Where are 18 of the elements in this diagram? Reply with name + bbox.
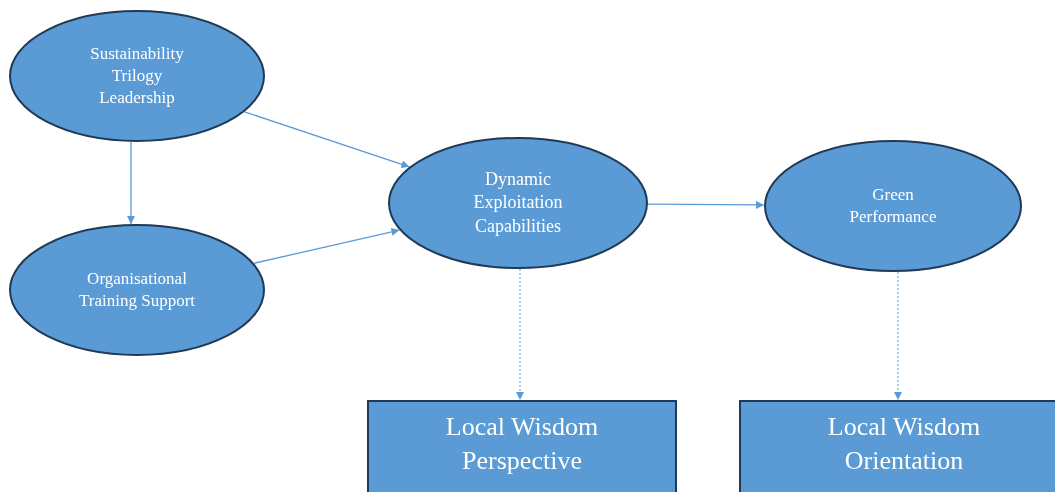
node-label: Sustainability Trilogy Leadership xyxy=(89,42,185,110)
arrow xyxy=(127,141,135,225)
node-label: Local Wisdom Perspective xyxy=(444,411,600,477)
arrow xyxy=(894,271,902,401)
arrow xyxy=(647,200,765,209)
node-label: Organisational Training Support xyxy=(78,267,196,312)
construct-ellipse xyxy=(9,10,265,142)
arrow xyxy=(253,227,401,264)
construct-ellipse xyxy=(764,140,1022,272)
construct-ellipse xyxy=(9,224,265,356)
node-label: Local Wisdom Orientation xyxy=(826,411,982,477)
arrow xyxy=(516,268,524,401)
node-label: Green Performance xyxy=(848,183,938,228)
node-label: Dynamic Exploitation Capabilities xyxy=(472,167,564,238)
construct-ellipse xyxy=(388,137,648,269)
arrow xyxy=(243,111,410,169)
construct-box xyxy=(367,400,677,492)
construct-box xyxy=(739,400,1055,492)
